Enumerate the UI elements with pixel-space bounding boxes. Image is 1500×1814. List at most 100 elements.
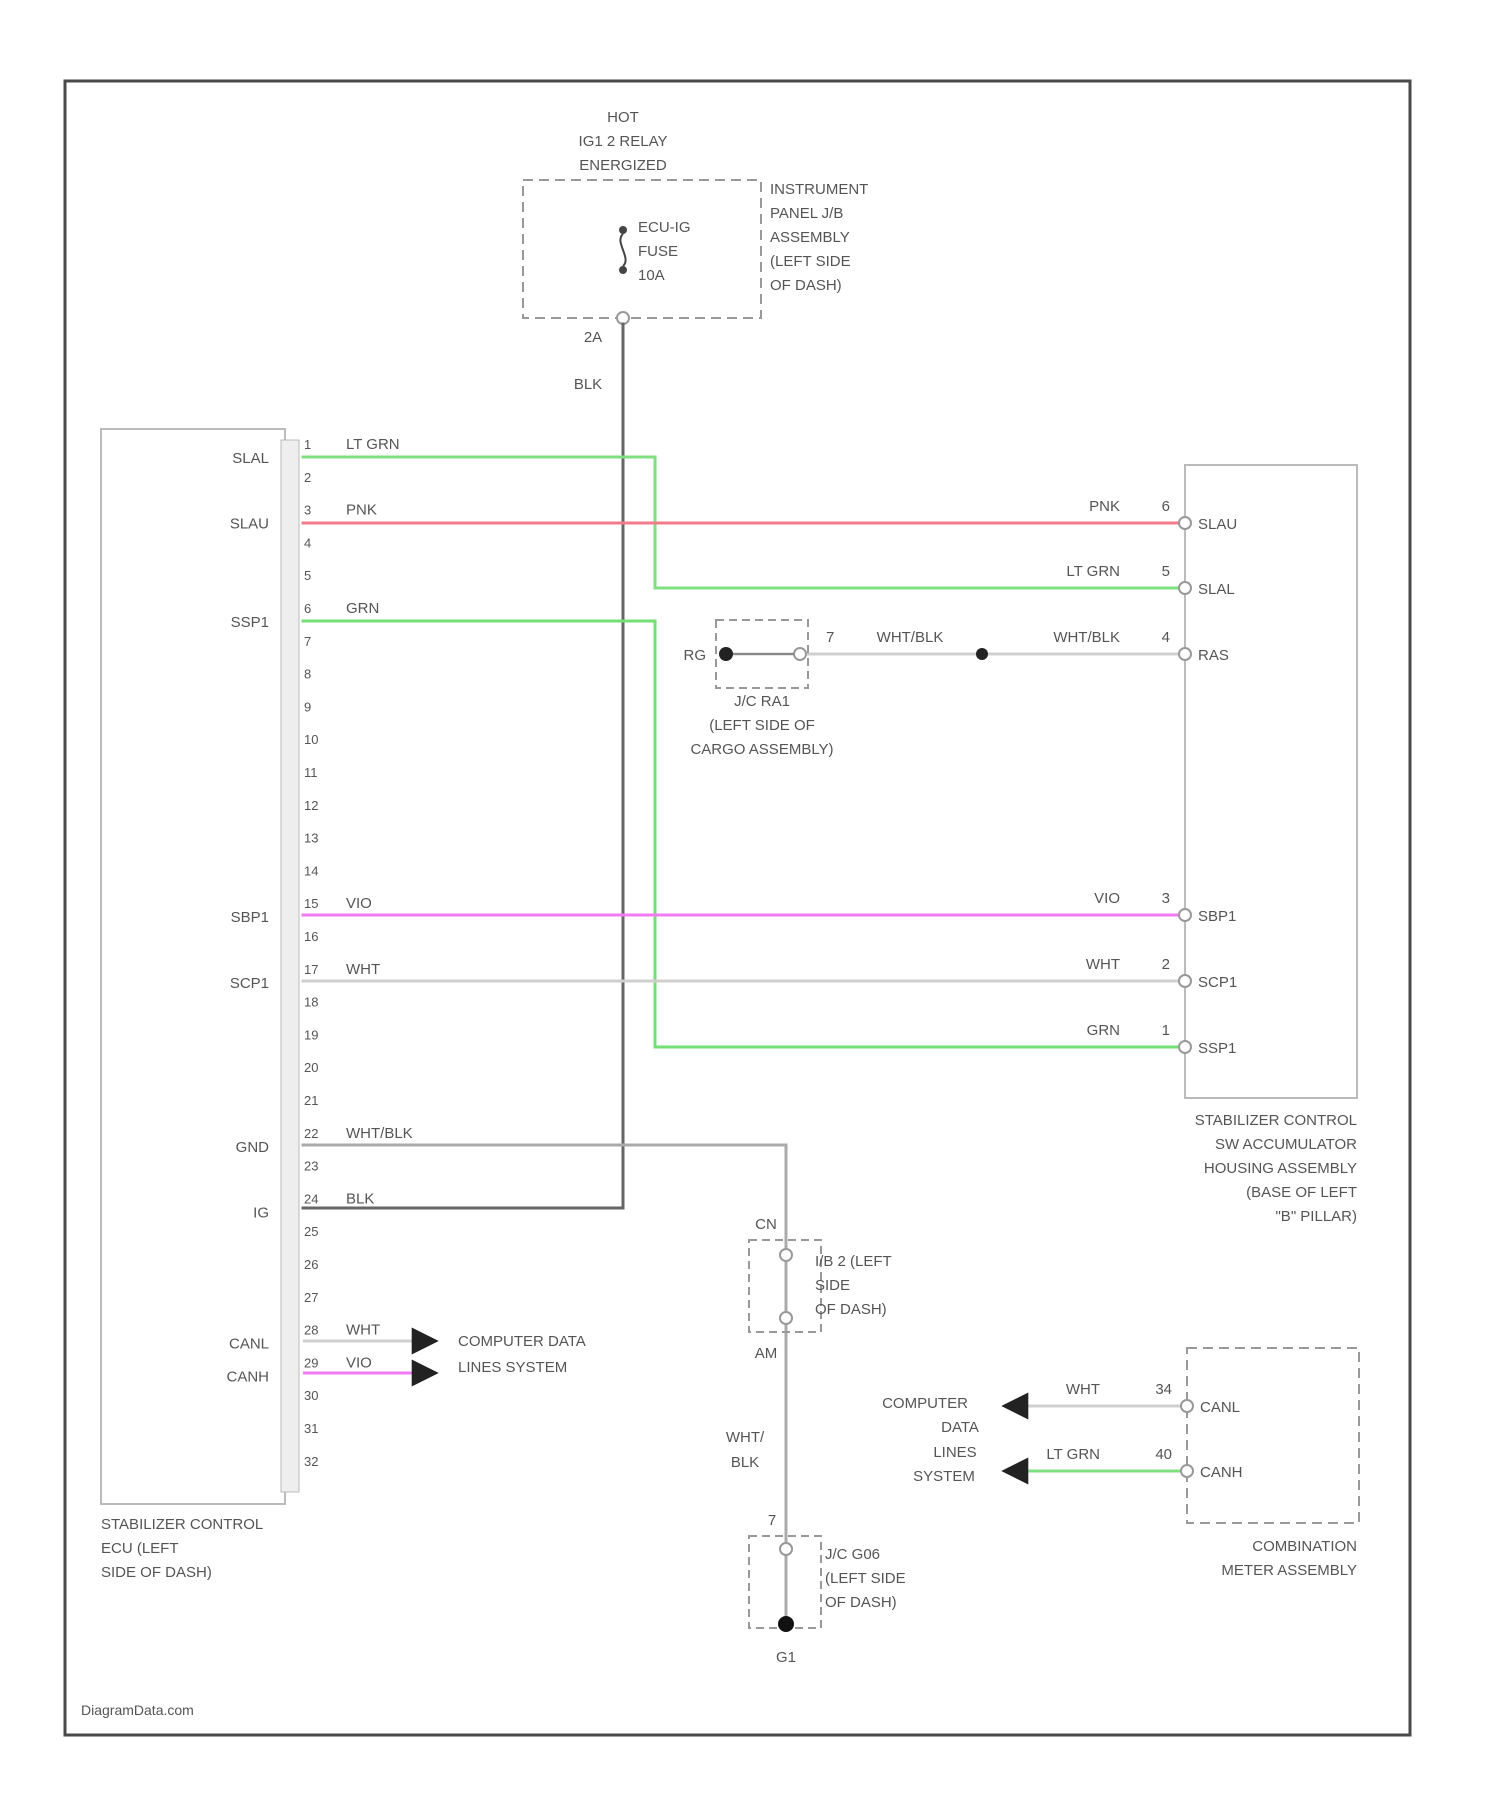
accumulator-pin-terminal (1179, 582, 1191, 594)
accumulator-pin-terminal (1179, 1041, 1191, 1053)
watermark: DiagramData.com (81, 1702, 194, 1718)
wire-wht-blk-gnd (303, 1145, 786, 1624)
ecu-pin-number: 12 (304, 798, 318, 813)
ecu-pin-number: 4 (304, 535, 311, 550)
ecu-pin-number: 23 (304, 1159, 318, 1174)
ecu-wire-color: VIO (346, 1354, 372, 1371)
ecu-pin-label: SCP1 (230, 975, 269, 992)
accumulator-pin-terminal (1179, 648, 1191, 660)
accumulator-pin-label: SLAL (1198, 581, 1235, 598)
jb-connector-pin (617, 312, 629, 324)
ib-bottom-connector: AM (755, 1345, 778, 1362)
ecu-pin-label: IG (253, 1204, 269, 1221)
meter-name-line-1: COMBINATION (1252, 1538, 1357, 1555)
accumulator-wire-color: WHT (1086, 956, 1120, 973)
accumulator-pin-terminal (1179, 909, 1191, 921)
accumulator-housing-box (1185, 465, 1357, 1098)
energized-label: ENERGIZED (579, 157, 667, 174)
gr-pin-number: 7 (768, 1512, 776, 1529)
ecu-wire-color: WHT (346, 1322, 380, 1339)
ecu-wire-color: BLK (346, 1190, 374, 1207)
fuse-icon (619, 226, 627, 274)
ra1-pin (794, 648, 806, 660)
accumulator-pin-number: 4 (1162, 629, 1170, 646)
ecu-pin-number: 5 (304, 568, 311, 583)
ground-wire-line-1: WHT/ (726, 1429, 765, 1446)
jb-name-line-2: PANEL J/B (770, 205, 843, 222)
ecu-pin-label: SBP1 (231, 909, 269, 926)
accumulator-pin-number: 3 (1162, 890, 1170, 907)
relay-label: IG1 2 RELAY (579, 133, 668, 150)
accumulator-name-line-1: STABILIZER CONTROL (1195, 1112, 1357, 1129)
accumulator-wire-color: WHT/BLK (1053, 629, 1120, 646)
meter-pin-terminal (1181, 1465, 1193, 1477)
ecu-pin-number: 2 (304, 470, 311, 485)
gr-name-line-1: J/C G06 (825, 1546, 880, 1563)
accumulator-name-line-4: (BASE OF LEFT (1246, 1184, 1357, 1201)
ecu-name-line-2: ECU (LEFT (101, 1540, 179, 1557)
accumulator-pin-label: RAS (1198, 647, 1229, 664)
accumulator-pin-number: 1 (1162, 1022, 1170, 1039)
ecu-name-line-3: SIDE OF DASH) (101, 1564, 212, 1581)
ecu-wire-color: LT GRN (346, 436, 400, 453)
ecu-pin-label: CANL (229, 1336, 269, 1353)
wire-grn-ssp1 (303, 621, 1180, 1047)
accumulator-pin-terminal (1179, 517, 1191, 529)
accumulator-wire-color: GRN (1087, 1022, 1120, 1039)
ra1-name-line-2: (LEFT SIDE OF (709, 717, 815, 734)
ecu-pin-label: SSP1 (231, 614, 269, 631)
ecu-pin-numbers: 1234567891011121314151617181920212223242… (304, 437, 318, 1469)
accumulator-pin-terminal (1179, 975, 1191, 987)
ecu-pin-number: 15 (304, 896, 318, 911)
accumulator-wire-color: LT GRN (1066, 563, 1120, 580)
can-system-line-1: COMPUTER DATA (458, 1333, 586, 1350)
meter-system-line-1: COMPUTER (882, 1395, 968, 1412)
jb-name-line-4: (LEFT SIDE (770, 253, 851, 270)
gr-name-line-2: (LEFT SIDE (825, 1570, 906, 1587)
ecu-pin-number: 17 (304, 962, 318, 977)
meter-system-line-3: LINES (933, 1444, 976, 1461)
ecu-pin-label: CANH (226, 1368, 269, 1385)
meter-wire-color: WHT (1066, 1381, 1100, 1398)
ecu-pin-number: 9 (304, 699, 311, 714)
meter-pin-number: 40 (1155, 1446, 1172, 1463)
accumulator-pin-label: SLAU (1198, 516, 1237, 533)
ecu-pin-number: 6 (304, 601, 311, 616)
jb-connector-id: 2A (584, 329, 602, 346)
ground-point-icon (778, 1616, 794, 1632)
accumulator-wire-color: PNK (1089, 498, 1120, 515)
ecu-pin-number: 16 (304, 929, 318, 944)
ecu-pin-number: 3 (304, 503, 311, 518)
ra1-wire-color: WHT/BLK (877, 629, 944, 646)
ib-top-pin (780, 1249, 792, 1261)
ecu-pin-number: 24 (304, 1191, 318, 1206)
jb-name-line-5: OF DASH) (770, 277, 842, 294)
accumulator-pin-number: 6 (1162, 498, 1170, 515)
ib-bottom-pin (780, 1312, 792, 1324)
ecu-wire-color: GRN (346, 600, 379, 617)
fuse-name: ECU-IG (638, 219, 691, 236)
ecu-pin-number: 10 (304, 732, 318, 747)
ecu-pin-number: 27 (304, 1290, 318, 1305)
ecu-wire-color: VIO (346, 895, 372, 912)
ra1-pin-number: 7 (826, 629, 834, 646)
ecu-wire-color: WHT/BLK (346, 1125, 413, 1142)
ecu-pin-number: 30 (304, 1388, 318, 1403)
ra1-ground-dot (719, 647, 733, 661)
ecu-pin-number: 31 (304, 1421, 318, 1436)
ecu-pin-label: GND (236, 1139, 270, 1156)
gr-pin (780, 1543, 792, 1555)
ecu-pin-number: 14 (304, 863, 318, 878)
accumulator-wire-color: VIO (1094, 890, 1120, 907)
meter-pin-label: CANH (1200, 1464, 1243, 1481)
meter-pin-terminal (1181, 1400, 1193, 1412)
accumulator-pin-label: SBP1 (1198, 908, 1236, 925)
ecu-pin-label: SLAU (230, 516, 269, 533)
ecu-pin-number: 32 (304, 1454, 318, 1469)
ib-name-line-1: I/B 2 (LEFT (815, 1253, 892, 1270)
meter-wire-color: LT GRN (1046, 1446, 1100, 1463)
